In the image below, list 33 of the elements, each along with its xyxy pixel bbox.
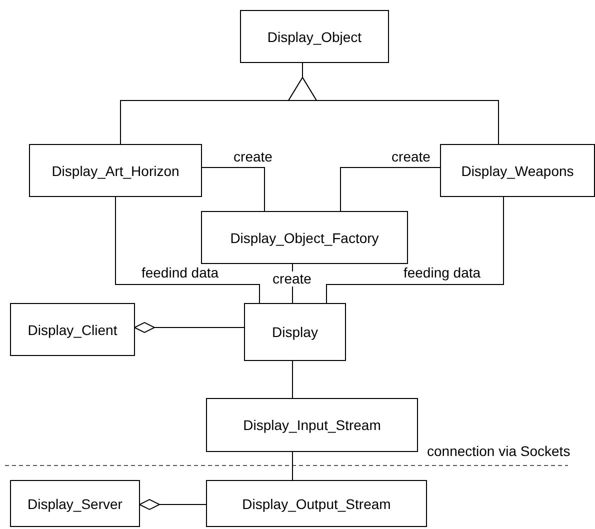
class-box [240, 10, 389, 63]
association-line [115, 196, 260, 304]
class-name: Display_Server [28, 496, 122, 512]
generalization-arrow [288, 62, 499, 145]
edge-label: create [232, 150, 274, 164]
class-box [10, 303, 135, 356]
association-line [340, 167, 441, 212]
class-name: Display_Object_Factory [230, 230, 379, 246]
class-box [10, 480, 140, 527]
aggregation-line [134, 322, 245, 333]
association-line [201, 167, 265, 212]
class-name: Display [272, 324, 318, 340]
association-line [326, 196, 504, 304]
edge-label: feedind data [140, 266, 220, 280]
class-box [29, 144, 202, 197]
association-line [292, 451, 293, 481]
class-name: Display_Object [267, 28, 362, 44]
class-name: Display_Output_Stream [242, 496, 391, 512]
class-name: Display_Weapons [461, 162, 574, 178]
class-box [206, 480, 427, 527]
class-box [201, 211, 408, 264]
class-name: Display_Input_Stream [243, 417, 381, 433]
class-name: Display_Client [28, 322, 118, 338]
association-line [292, 360, 293, 399]
edge-label: create [272, 272, 312, 286]
class-box [206, 398, 418, 452]
class-name: Display_Art_Horizon [52, 162, 180, 178]
class-box [244, 303, 346, 361]
aggregation-line [139, 499, 207, 510]
edge-label: feeding data [402, 266, 482, 280]
edge-label: create [390, 150, 432, 164]
note-text: connection via Sockets [427, 443, 570, 459]
class-box [440, 144, 595, 197]
